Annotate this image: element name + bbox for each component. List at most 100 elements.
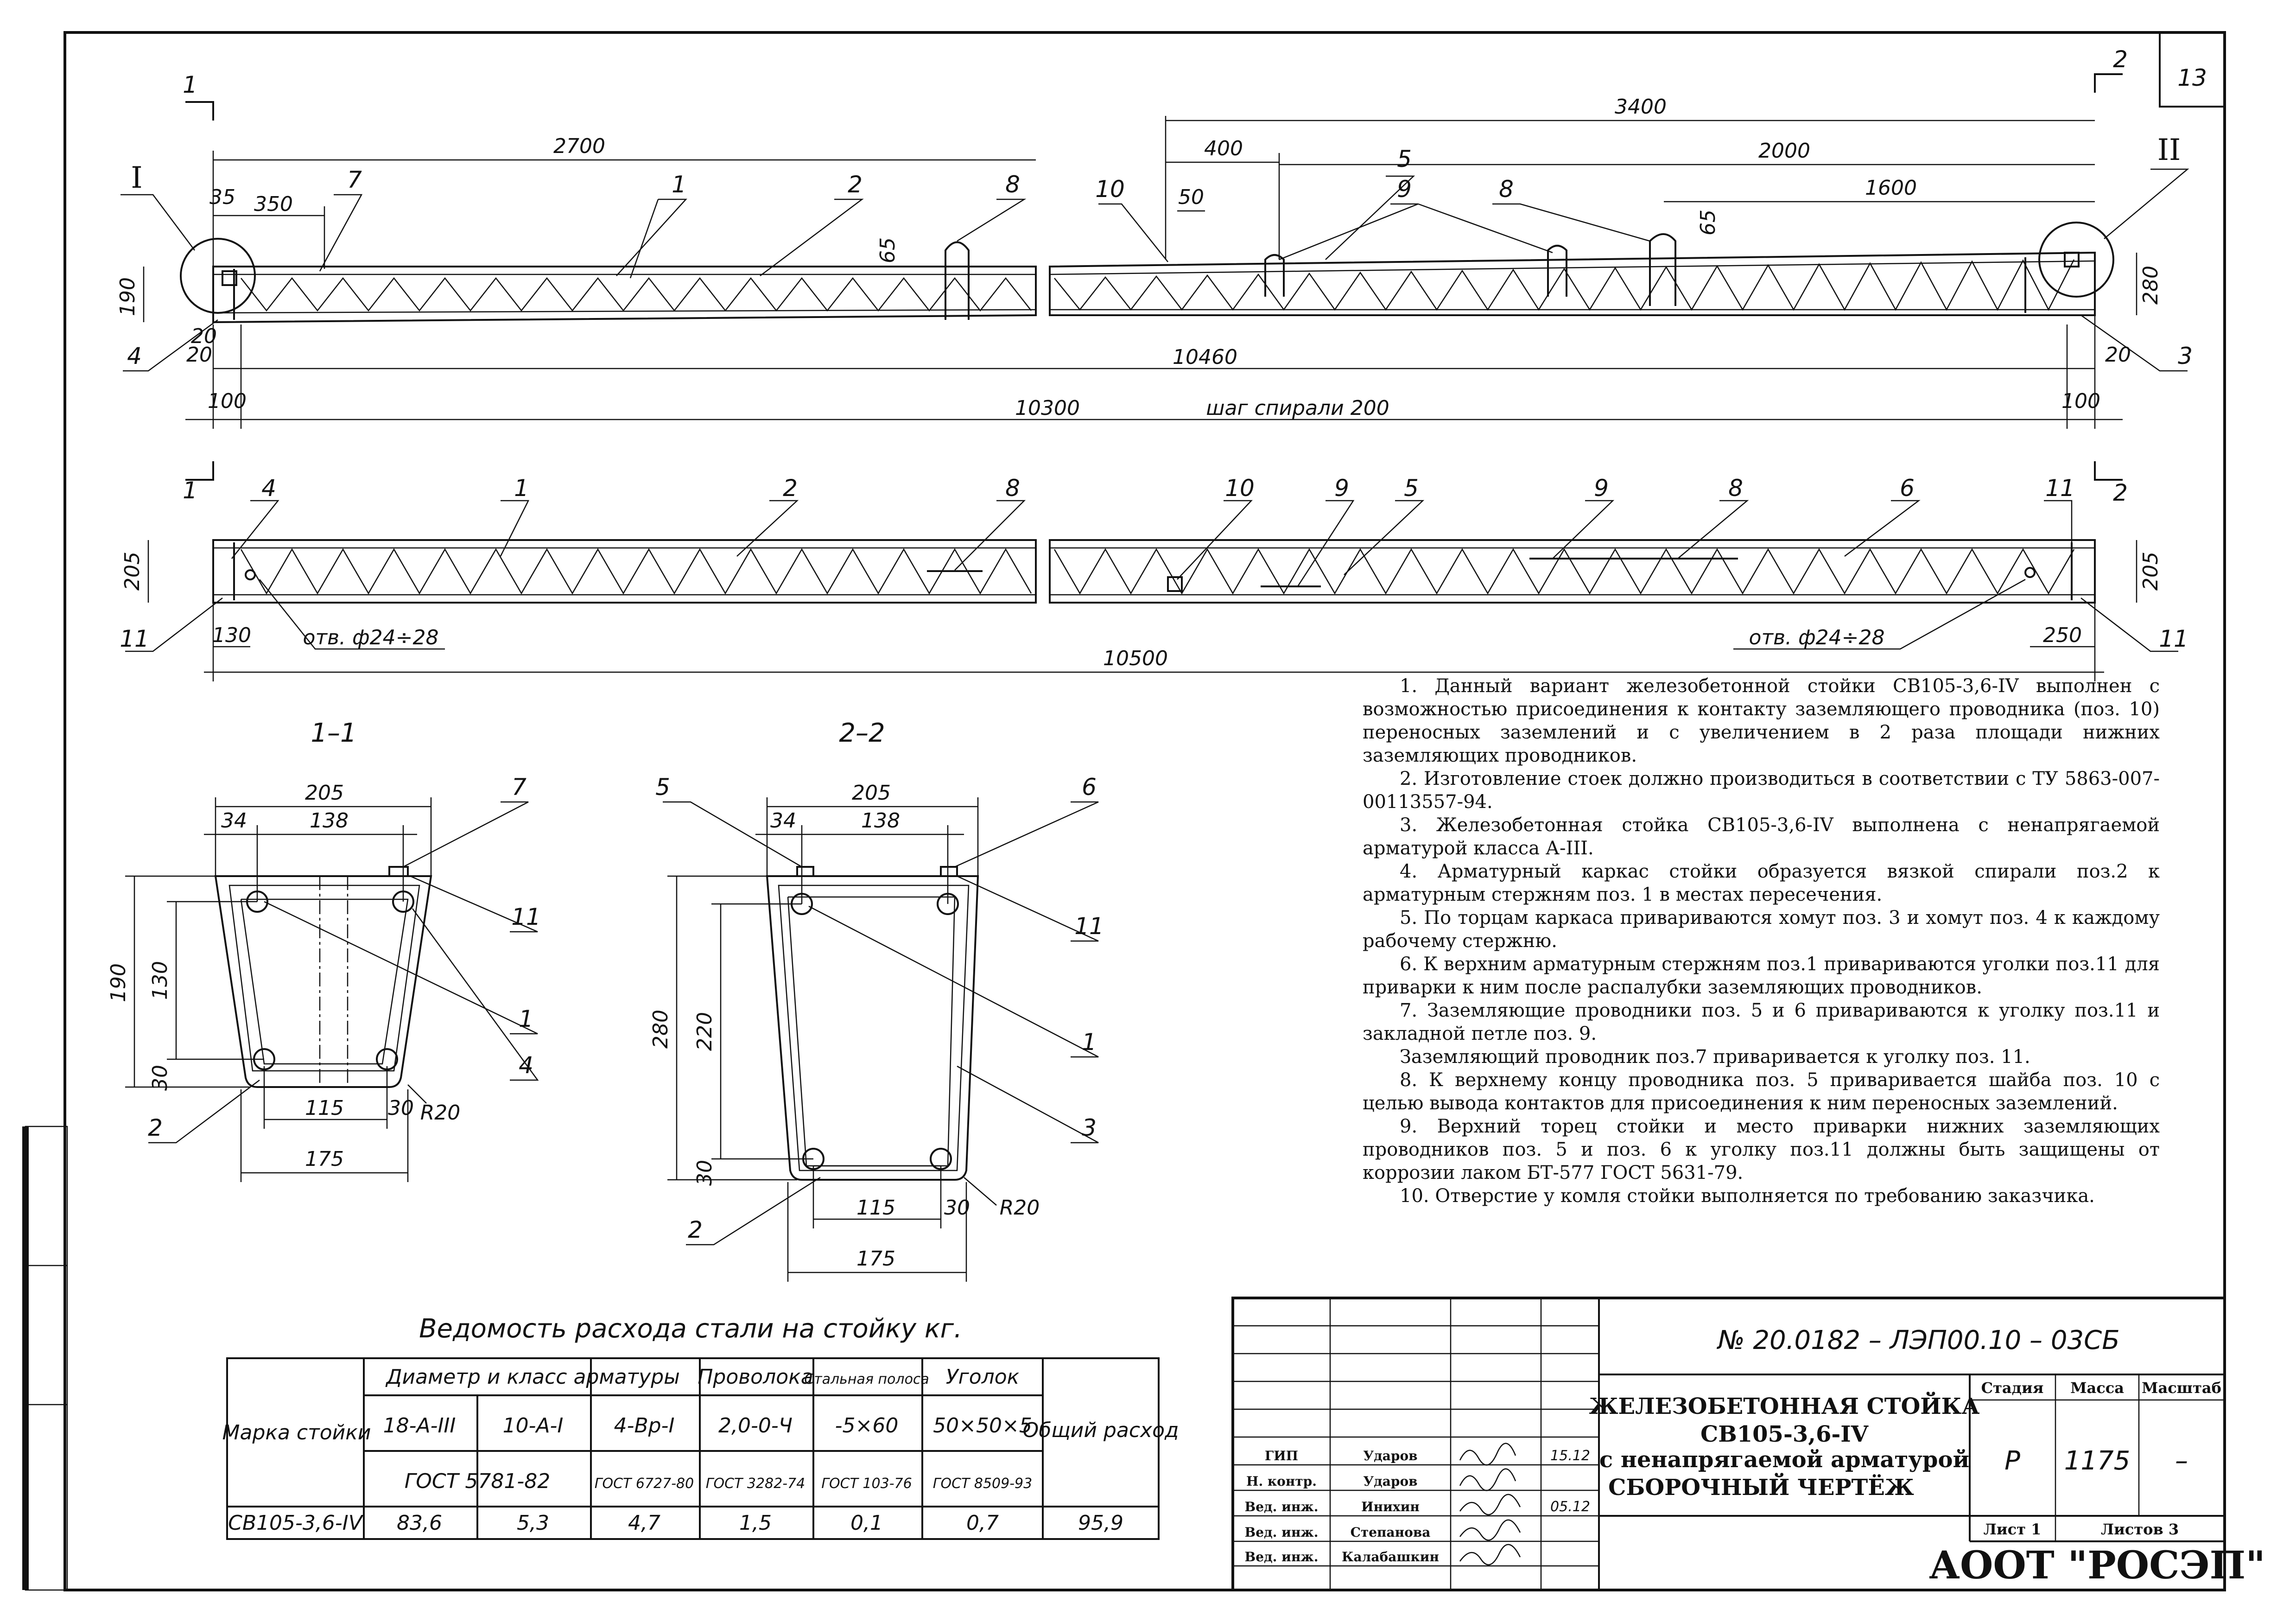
- callout-pos2: 2: [688, 1216, 703, 1243]
- mass-value: 1175: [2064, 1446, 2131, 1476]
- sign-date: 15.12: [1550, 1448, 1590, 1464]
- sign-date: 05.12: [1550, 1499, 1590, 1515]
- row-value: 5,3: [517, 1511, 549, 1535]
- dim-100: 100: [2061, 389, 2100, 413]
- dim-3400: 3400: [1615, 95, 1667, 119]
- dim-350: 350: [254, 192, 293, 216]
- section-1-1: 1–1 205 34 138 190 130 30 115 30: [107, 718, 541, 1182]
- angle-pos11: [388, 866, 409, 877]
- dim-130: 130: [212, 623, 251, 647]
- dim-220: 220: [693, 1012, 717, 1051]
- person-name: Ударов: [1363, 1448, 1417, 1463]
- signature: [1459, 1443, 1516, 1466]
- gost-5781: ГОСТ 5781-82: [405, 1469, 551, 1493]
- section-mark-2: 2: [2113, 46, 2128, 73]
- dim-138: 138: [310, 809, 349, 833]
- dim-175: 175: [305, 1147, 344, 1171]
- role: Н. контр.: [1246, 1474, 1317, 1489]
- callout-pos9: 9: [1397, 176, 1412, 203]
- sheet-frame: [63, 31, 2226, 1591]
- role: Вед. инж.: [1245, 1525, 1319, 1540]
- row-value: 4,7: [628, 1511, 660, 1535]
- note: 8. К верхнему концу проводника поз. 5 пр…: [1363, 1069, 2160, 1114]
- dim-205: 205: [852, 781, 891, 805]
- spiral-left: [241, 277, 1032, 312]
- callout-pos1: 1: [519, 1005, 533, 1032]
- section-2-2: 2–2 205 34 138 280 220 30 115 30: [649, 718, 1104, 1282]
- callout-pos4: 4: [519, 1052, 533, 1079]
- angle-element: [222, 270, 237, 286]
- sub-4-Vr-I: 4-Вр-I: [614, 1414, 675, 1438]
- dim-30: 30: [388, 1096, 414, 1120]
- col-total-header: Общий расход: [1023, 1418, 1179, 1442]
- dim-34: 34: [221, 809, 247, 833]
- callout-pos4: 4: [261, 475, 276, 502]
- dim-280: 280: [649, 1010, 672, 1049]
- col-wire-header: Проволока: [698, 1365, 813, 1389]
- dim-205: 205: [121, 552, 144, 591]
- dim-65: 65: [1696, 210, 1720, 235]
- dim-115: 115: [305, 1096, 344, 1120]
- callout-pos11: 11: [1074, 913, 1104, 940]
- callout-pos11: 11: [2159, 625, 2188, 652]
- dim-190: 190: [107, 963, 130, 1002]
- title-line3: с ненапрягаемой арматурой: [1599, 1447, 1969, 1473]
- role: ГИП: [1265, 1448, 1298, 1463]
- sheet-number-box: [2159, 32, 2225, 108]
- col-diameter-header: Диаметр и класс арматуры: [385, 1365, 680, 1389]
- signature: [1459, 1544, 1521, 1565]
- note: 2. Изготовление стоек должно производить…: [1363, 768, 2160, 813]
- plan-spiral-left: [240, 548, 1032, 595]
- callout-pos2: 2: [848, 171, 863, 198]
- dim-100: 100: [208, 389, 247, 413]
- dim-1600: 1600: [1865, 176, 1917, 200]
- dim-20: 20: [2105, 343, 2131, 367]
- signature: [1459, 1468, 1516, 1491]
- washer-pos10: [1167, 576, 1183, 592]
- gost-6727: ГОСТ 6727-80: [595, 1476, 694, 1492]
- section-mark-2: 2: [2113, 479, 2128, 506]
- sub-strip: -5×60: [835, 1414, 899, 1438]
- dim-130: 130: [148, 961, 172, 1000]
- person-name: Ударов: [1363, 1474, 1417, 1489]
- dim-10460: 10460: [1173, 345, 1237, 369]
- note: 7. Заземляющие проводники поз. 5 и 6 при…: [1363, 1000, 2160, 1044]
- callout-pos8: 8: [1005, 475, 1020, 502]
- detail-circle-II: [2038, 222, 2114, 298]
- role: Вед. инж.: [1245, 1499, 1319, 1514]
- margin-scale: [25, 1126, 68, 1591]
- sub-wire: 2,0-0-Ч: [718, 1414, 793, 1438]
- callout-pos7: 7: [347, 166, 362, 193]
- gost-3282: ГОСТ 3282-74: [706, 1476, 805, 1492]
- row-value: 0,1: [850, 1511, 883, 1535]
- callout-pos8: 8: [1499, 176, 1514, 203]
- note: 1. Данный вариант железобетонной стойки …: [1363, 675, 2160, 766]
- sub-10-A-I: 10-А-I: [503, 1414, 564, 1438]
- title-line1: ЖЕЛЕЗОБЕТОННАЯ СТОЙКА: [1589, 1391, 1980, 1419]
- note: 10. Отверстие у комля стойки выполняется…: [1400, 1185, 2095, 1207]
- dim-175: 175: [856, 1247, 895, 1271]
- dim-30: 30: [944, 1196, 970, 1220]
- col-angle-header: Уголок: [946, 1365, 1020, 1389]
- section-2-2-title: 2–2: [839, 718, 885, 748]
- row-total: 95,9: [1078, 1511, 1123, 1535]
- spiral-pitch-label: шаг спирали 200: [1206, 396, 1389, 420]
- dim-20: 20: [186, 343, 212, 367]
- pole-outline-right: [1049, 251, 2096, 316]
- detail-circle-I: [180, 238, 256, 314]
- title-block: № 20.0182 – ЛЭП00.10 – 03СБ ЖЕЛЕЗОБЕТОНН…: [1231, 1297, 2265, 1591]
- steel-table-title: Ведомость расхода стали на стойку кг.: [419, 1314, 962, 1344]
- gost-8509: ГОСТ 8509-93: [933, 1476, 1032, 1492]
- stage-value: Р: [2004, 1446, 2020, 1476]
- dim-205: 205: [2139, 552, 2163, 591]
- dim-30: 30: [148, 1065, 172, 1091]
- plan-spiral-right: [1053, 548, 2075, 595]
- section-1-1-title: 1–1: [311, 718, 356, 748]
- title-line4: СБОРОЧНЫЙ ЧЕРТЁЖ: [1608, 1472, 1914, 1501]
- row-value: 0,7: [966, 1511, 999, 1535]
- callout-pos1: 1: [514, 475, 529, 502]
- title-line2: СВ105-3,6-IV: [1700, 1421, 1869, 1447]
- dim-35: 35: [209, 185, 235, 209]
- signature: [1459, 1519, 1521, 1541]
